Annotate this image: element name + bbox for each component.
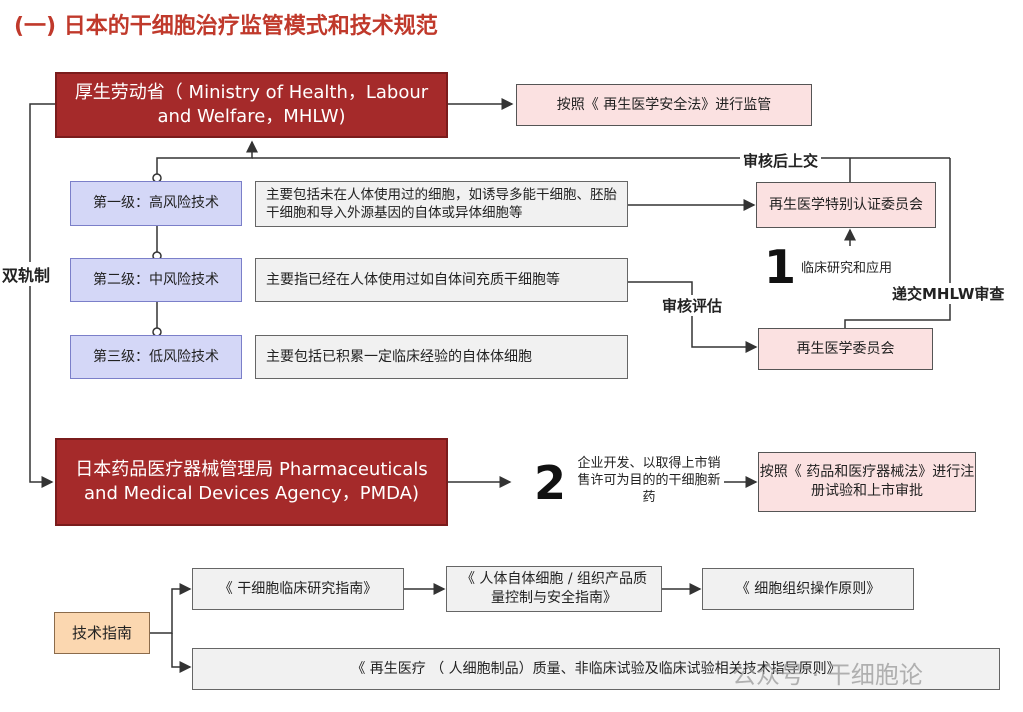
- tech-guide-box: 技术指南: [54, 612, 150, 654]
- regen-law-box: 按照《 再生医学安全法》进行监管: [516, 84, 812, 126]
- level-1-box: 第一级：高风险技术: [70, 181, 242, 226]
- mhlw-box: 厚生劳动省（ Ministry of Health，Labour and Wel…: [55, 72, 448, 138]
- guide-2: 《 人体自体细胞 / 组织产品质量控制与安全指南》: [446, 566, 662, 612]
- level-2-box: 第二级：中风险技术: [70, 258, 242, 302]
- review-eval-label: 审核评估: [660, 295, 725, 316]
- guide-3: 《 细胞组织操作原则》: [702, 568, 914, 610]
- level-3-box: 第三级：低风险技术: [70, 335, 242, 379]
- level-2-desc: 主要指已经在人体使用过如自体间充质干细胞等: [255, 258, 628, 302]
- watermark: 公众号 · 干细胞论: [732, 661, 923, 689]
- guide-4: 《 再生医疗 （ 人细胞制品）质量、非临床试验及临床试验相关技术指导原则》: [192, 648, 1000, 690]
- number-1: 1: [764, 240, 797, 294]
- pmd-law-box: 按照《 药品和医疗器械法》进行注册试验和上市审批: [758, 452, 976, 512]
- audit-submit-label: 审核后上交: [740, 150, 822, 171]
- number-2: 2: [534, 456, 567, 510]
- page-title: (一) 日本的干细胞治疗监管模式和技术规范: [14, 14, 438, 39]
- pmda-box: 日本药品医疗器械管理局 Pharmaceuticals and Medical …: [55, 438, 448, 526]
- pmda-desc: 企业开发、以取得上市销售许可为目的的干细胞新药: [577, 456, 721, 505]
- level-3-desc: 主要包括已积累一定临床经验的自体体细胞: [255, 335, 628, 379]
- level-1-desc: 主要包括未在人体使用过的细胞，如诱导多能干细胞、胚胎干细胞和导入外源基因的自体或…: [255, 181, 628, 227]
- regen-committee-box: 再生医学委员会: [758, 328, 933, 370]
- dual-track-label: 双轨制: [2, 262, 51, 286]
- guide-1: 《 干细胞临床研究指南》: [192, 568, 404, 610]
- clinical-label: 临床研究和应用: [801, 261, 893, 276]
- submit-mhlw-label: 递交MHLW审查: [890, 283, 1007, 304]
- special-committee-box: 再生医学特别认证委员会: [756, 182, 936, 228]
